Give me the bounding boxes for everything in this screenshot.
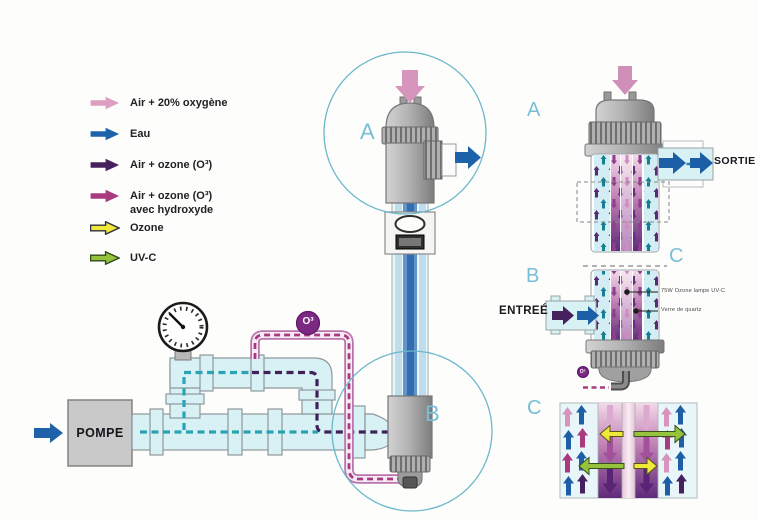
- magenta-arrow-icon: [90, 189, 120, 203]
- uv-unit: [381, 70, 481, 489]
- legend-item-air-ozone: Air + ozone (O³): [90, 158, 212, 173]
- legend-item-eau: Eau: [90, 127, 150, 142]
- legend-label-line1: Air + ozone (O³): [130, 190, 213, 202]
- legend-label: Air + ozone (O³)avec hydroxyde: [130, 189, 213, 218]
- legend-label: Air + 20% oxygène: [130, 97, 228, 109]
- detail-b-letter: B: [526, 265, 540, 287]
- sight-glass: [394, 215, 426, 233]
- zone-a-circle: [323, 51, 487, 215]
- entree-port: [545, 295, 599, 335]
- zone-b-circle: [331, 350, 493, 512]
- legend-label: Ozone: [130, 222, 164, 234]
- ozone-uvc-arrows: [578, 424, 686, 476]
- entree-arrow-water: [577, 306, 599, 325]
- bottom-cap: [387, 395, 433, 489]
- reactor-detail-a: [576, 66, 714, 267]
- closeup-c: [559, 402, 698, 499]
- uvc-arrow-right: [633, 424, 686, 444]
- o3-mini-badge-label: O³: [579, 368, 586, 375]
- downflow-arrows: [602, 405, 654, 494]
- upflow-arrows: [562, 405, 687, 496]
- green-arrow-icon: [90, 251, 120, 265]
- legend-item-air-oxygen: Air + 20% oxygène: [90, 96, 228, 111]
- reactor-detail-b: [545, 269, 665, 391]
- air-in-arrow-detail: [612, 66, 638, 95]
- legend-label-line2: avec hydroxyde: [130, 203, 214, 216]
- zone-a-letter: A: [360, 119, 375, 144]
- sortie-arrow-2: [690, 152, 713, 174]
- entree-label: ENTREÉ: [499, 305, 549, 317]
- control-panel: [384, 211, 436, 255]
- pressure-gauge: [157, 301, 209, 361]
- pink-arrow-icon: [90, 96, 120, 110]
- zoom-region-box: [576, 181, 670, 223]
- ozonated-flow-dashes: [252, 370, 390, 434]
- pump-label: POMPE: [76, 426, 124, 440]
- uvc-arrow-left: [578, 456, 625, 476]
- zone-b-letter: B: [425, 401, 440, 426]
- sortie-label: SORTIE: [714, 155, 756, 167]
- air-in-arrow: [395, 70, 425, 103]
- entree-arrow-ozone: [552, 306, 574, 325]
- outlet-coupling: [423, 140, 443, 180]
- legend-label: Eau: [130, 128, 151, 140]
- yellow-arrow-icon: [90, 221, 120, 235]
- dark-purple-arrow-icon: [90, 158, 120, 172]
- o3-badge-label: O³: [302, 316, 314, 327]
- quartz-callout-label: Verre de quartz: [661, 307, 702, 313]
- zone-circles: [323, 51, 493, 512]
- drain-fitting: [402, 476, 418, 489]
- detail-a-letter: A: [527, 99, 541, 121]
- legend-label: Air + ozone (O³): [130, 159, 213, 171]
- pump-inlet-arrow: [34, 423, 63, 443]
- o3-badge: [295, 310, 321, 336]
- ozone-arrow-right: [633, 456, 658, 476]
- water-flow-dashes: [140, 370, 318, 434]
- ozone-tube: [250, 330, 399, 484]
- legend-item-air-ozone-hydroxyde: Air + ozone (O³)avec hydroxyde: [90, 189, 213, 218]
- top-cap: [381, 96, 457, 204]
- o3-mini-badge: [577, 366, 589, 378]
- detail-c-letter: C: [669, 245, 684, 267]
- sortie-port: [657, 140, 714, 188]
- outlet-pipe: [441, 143, 457, 177]
- blue-arrow-icon: [90, 127, 120, 141]
- legend-label: UV-C: [130, 252, 157, 264]
- legend-item-uvc: UV-C: [90, 251, 156, 266]
- water-out-arrow: [455, 146, 481, 169]
- sortie-arrow-1: [659, 152, 686, 174]
- ozone-arrow-left: [599, 424, 624, 444]
- legend-item-ozone: Ozone: [90, 221, 164, 236]
- lamp-callout-label: 75W Ozone lampe UV-C: [661, 288, 726, 294]
- closeup-c-letter: C: [527, 397, 542, 419]
